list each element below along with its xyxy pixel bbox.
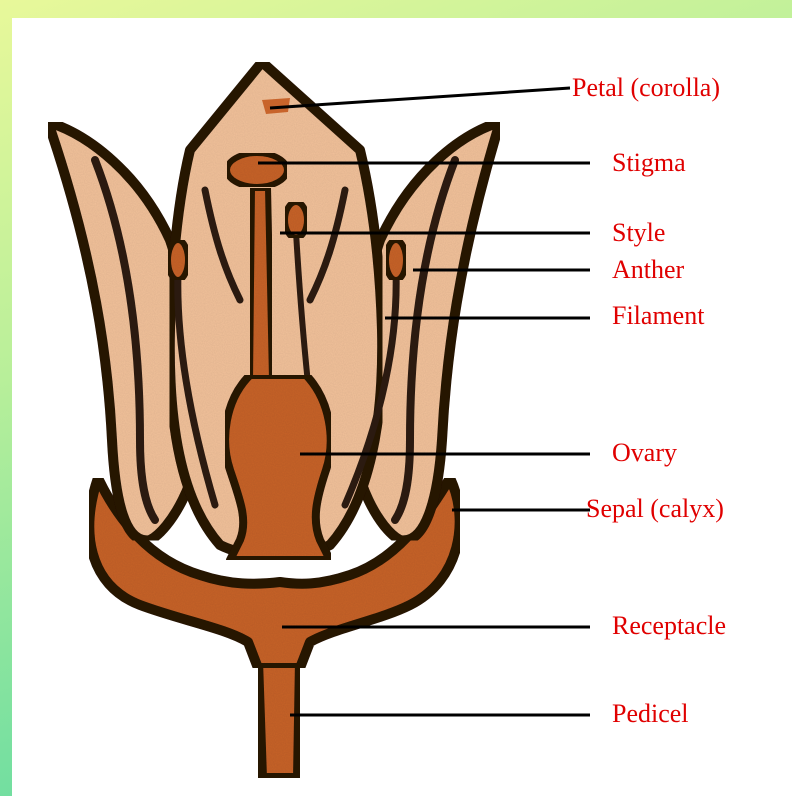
anther-right [386,240,406,280]
label-receptacle: Receptacle [612,611,726,641]
label-petal: Petal (corolla) [572,73,720,103]
label-sepal: Sepal (calyx) [586,494,724,524]
label-pedicel: Pedicel [612,699,689,729]
anther-left [168,240,188,280]
pedicel-shape [258,660,300,778]
label-anther: Anther [612,255,684,285]
label-ovary: Ovary [612,438,677,468]
stigma-shape [227,153,287,187]
leader-petal [270,88,570,108]
style-shape [250,188,272,380]
label-stigma: Stigma [612,148,686,178]
label-style: Style [612,218,665,248]
ovary-shape [225,375,330,560]
label-filament: Filament [612,301,704,331]
